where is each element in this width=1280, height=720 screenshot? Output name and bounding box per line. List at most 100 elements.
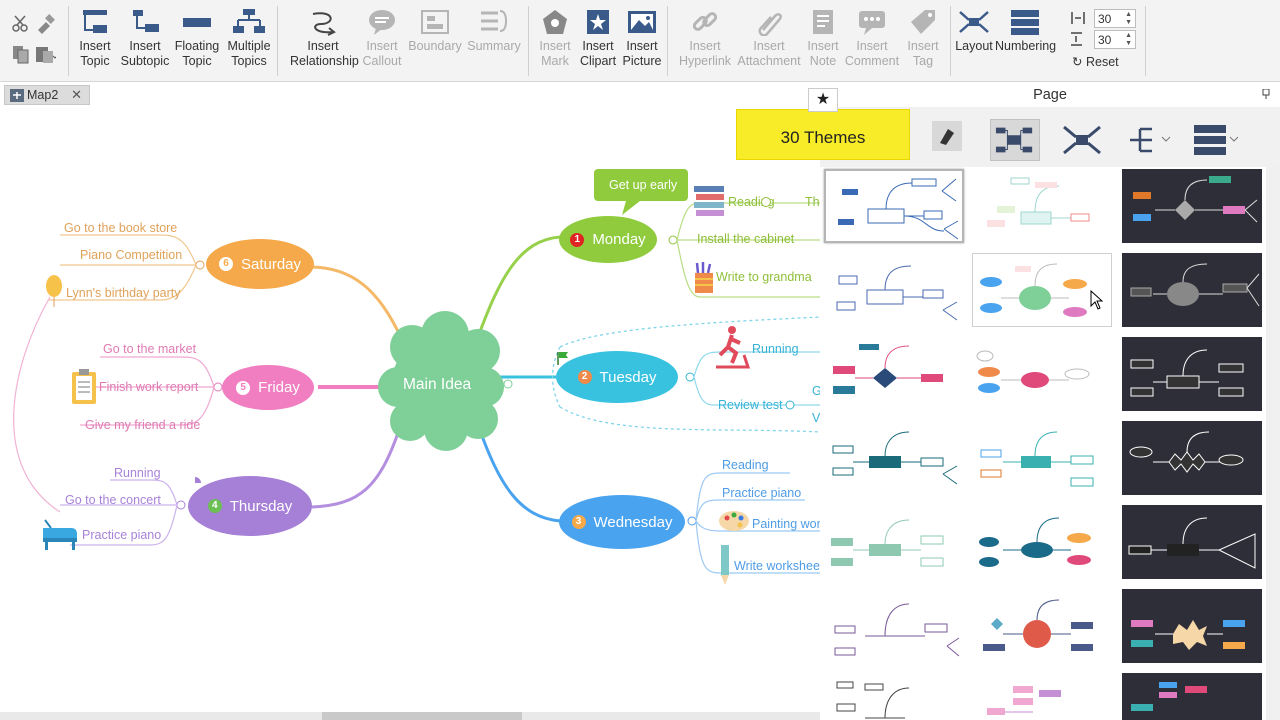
insert-relationship-button[interactable]: Insert Relationship xyxy=(290,6,359,78)
subtopic-truncated-tue-2[interactable]: V xyxy=(812,411,820,425)
subtopic-write-grandma[interactable]: Write to grandma xyxy=(716,270,812,284)
palette-icon xyxy=(719,511,749,531)
theme-thumbnail[interactable] xyxy=(824,505,964,579)
branch-style-icon[interactable] xyxy=(1126,123,1172,157)
cut-icon[interactable] xyxy=(10,14,32,34)
pin-icon[interactable] xyxy=(1262,89,1270,99)
numbering-style-icon[interactable] xyxy=(1192,123,1238,157)
insert-comment-button[interactable]: Insert Comment xyxy=(844,6,900,78)
theme-thumbnail[interactable] xyxy=(972,337,1112,411)
subtopic-go-to-market[interactable]: Go to the market xyxy=(103,342,197,356)
theme-thumbnail[interactable] xyxy=(824,673,964,720)
theme-thumbnail[interactable] xyxy=(972,589,1112,663)
theme-thumbnail[interactable] xyxy=(972,505,1112,579)
document-tab[interactable]: Map2 ✕ xyxy=(4,85,90,105)
insert-topic-button[interactable]: Insert Topic xyxy=(67,6,123,78)
boundary-icon xyxy=(421,10,449,34)
layout-button[interactable]: Layout xyxy=(946,6,1002,78)
multiple-topics-button[interactable]: Multiple Topics xyxy=(221,6,277,78)
subtopic-write-worksheet[interactable]: Write worksheet xyxy=(734,559,820,573)
summary-icon xyxy=(481,10,508,32)
callout-icon xyxy=(369,10,395,35)
reset-label: Reset xyxy=(1085,55,1119,69)
subtopic-practice-piano-wed[interactable]: Practice piano xyxy=(722,486,802,500)
theme-thumbnail[interactable] xyxy=(1122,253,1262,327)
ribbon-separator xyxy=(277,6,278,76)
subtopic-book-store[interactable]: Go to the book store xyxy=(64,221,178,235)
theme-thumbnail[interactable] xyxy=(1122,673,1262,720)
theme-thumbnail[interactable] xyxy=(972,253,1112,327)
priority-5-icon: 5 xyxy=(236,380,251,395)
theme-thumbnail[interactable] xyxy=(824,421,964,495)
subtopic-concert[interactable]: Go to the concert xyxy=(65,493,161,507)
star-icon[interactable]: ★ xyxy=(808,88,838,112)
insert-callout-button[interactable]: Insert Callout xyxy=(354,6,410,78)
theme-style-icon[interactable] xyxy=(932,121,962,151)
topic-thursday[interactable]: 4 Thursday xyxy=(188,476,312,536)
topic-tuesday[interactable]: 2 Tuesday xyxy=(556,351,678,403)
close-tab-icon[interactable]: ✕ xyxy=(71,87,82,102)
insert-hyperlink-button[interactable]: Insert Hyperlink xyxy=(675,6,735,78)
subtopic-running-tue[interactable]: Running xyxy=(752,342,799,356)
subtopic-truncated-tue-1[interactable]: G xyxy=(812,384,820,398)
insert-attachment-button[interactable]: Insert Attachment xyxy=(737,6,801,78)
subtopic-piano-competition[interactable]: Piano Competition xyxy=(80,248,183,262)
theme-thumbnail[interactable] xyxy=(824,169,964,243)
subtopic-give-ride[interactable]: Give my friend a ride xyxy=(85,418,201,432)
subtopic-reading-wed[interactable]: Reading xyxy=(722,458,769,472)
topic-friday[interactable]: 5 Friday xyxy=(222,365,314,410)
theme-thumbnail[interactable] xyxy=(1122,505,1262,579)
vertical-spacing-icon xyxy=(1071,32,1082,46)
insert-clipart-button[interactable]: Insert Clipart xyxy=(570,6,626,78)
insert-picture-button[interactable]: Insert Picture xyxy=(614,6,670,78)
theme-thumbnail[interactable] xyxy=(972,421,1112,495)
topic-saturday[interactable]: 6 Saturday xyxy=(206,239,314,289)
theme-thumbnail[interactable] xyxy=(824,337,964,411)
theme-preview-icon xyxy=(838,178,959,240)
format-painter-icon[interactable] xyxy=(34,14,56,34)
theme-thumbnail[interactable] xyxy=(972,169,1112,243)
paste-icon[interactable] xyxy=(34,44,56,64)
theme-preview-icon xyxy=(1131,682,1207,711)
themes-button[interactable]: ★ 30 Themes xyxy=(736,88,910,160)
map-structure-icon[interactable] xyxy=(990,119,1040,161)
subtopic-review-test[interactable]: Review test xyxy=(718,398,783,412)
insert-tag-button[interactable]: Insert Tag xyxy=(895,6,951,78)
horizontal-spacing-stepper[interactable]: 30▲▼ xyxy=(1070,9,1140,29)
theme-thumbnail[interactable] xyxy=(1122,337,1262,411)
theme-thumbnail[interactable] xyxy=(1122,589,1262,663)
subtopic-work-report[interactable]: Finish work report xyxy=(99,380,199,394)
theme-thumbnail[interactable] xyxy=(972,673,1112,720)
mindmap-canvas[interactable]: Main Idea Get up early 6 Saturday Go to … xyxy=(0,107,820,712)
boundary-button[interactable]: Boundary xyxy=(407,6,463,78)
theme-thumbnail[interactable] xyxy=(1122,421,1262,495)
theme-thumbnail[interactable] xyxy=(824,589,964,663)
reset-button[interactable]: ↻ Reset xyxy=(1072,54,1119,69)
vertical-spacing-stepper[interactable]: 30▲▼ xyxy=(1070,30,1140,50)
layout-label: Layout xyxy=(955,39,993,53)
vertical-scrollbar[interactable] xyxy=(1266,166,1280,720)
subtopic-birthday-party[interactable]: Lynn's birthday party xyxy=(66,286,181,300)
subtopic-truncated-mon[interactable]: The xyxy=(805,195,820,209)
theme-thumbnail[interactable] xyxy=(824,253,964,327)
summary-button[interactable]: Summary xyxy=(466,6,522,78)
connector-style-icon[interactable] xyxy=(1060,123,1106,157)
theme-thumbnail[interactable] xyxy=(1122,169,1262,243)
insert-note-label: Insert Note xyxy=(807,39,839,68)
subtopic-painting-work[interactable]: Painting work xyxy=(752,517,820,531)
insert-subtopic-button[interactable]: Insert Subtopic xyxy=(117,6,173,78)
insert-mark-button[interactable]: Insert Mark xyxy=(527,6,583,78)
subtopic-install-cabinet[interactable]: Install the cabinet xyxy=(697,232,795,246)
floating-topic-button[interactable]: Floating Topic xyxy=(169,6,225,78)
subtopic-practice-piano-thu[interactable]: Practice piano xyxy=(82,528,162,542)
topic-monday[interactable]: 1 Monday xyxy=(559,216,657,263)
main-idea-topic[interactable]: Main Idea xyxy=(403,376,472,393)
subtopic-running-thu[interactable]: Running xyxy=(114,466,161,480)
callout-get-up-early[interactable]: Get up early xyxy=(609,178,678,192)
insert-note-button[interactable]: Insert Note xyxy=(795,6,851,78)
numbering-button[interactable]: Numbering xyxy=(995,6,1056,78)
copy-icon[interactable] xyxy=(10,44,32,64)
horizontal-scroll-thumb[interactable] xyxy=(322,712,522,720)
topic-wednesday[interactable]: 3 Wednesday xyxy=(559,495,685,549)
collapse-toggle[interactable] xyxy=(761,197,771,207)
